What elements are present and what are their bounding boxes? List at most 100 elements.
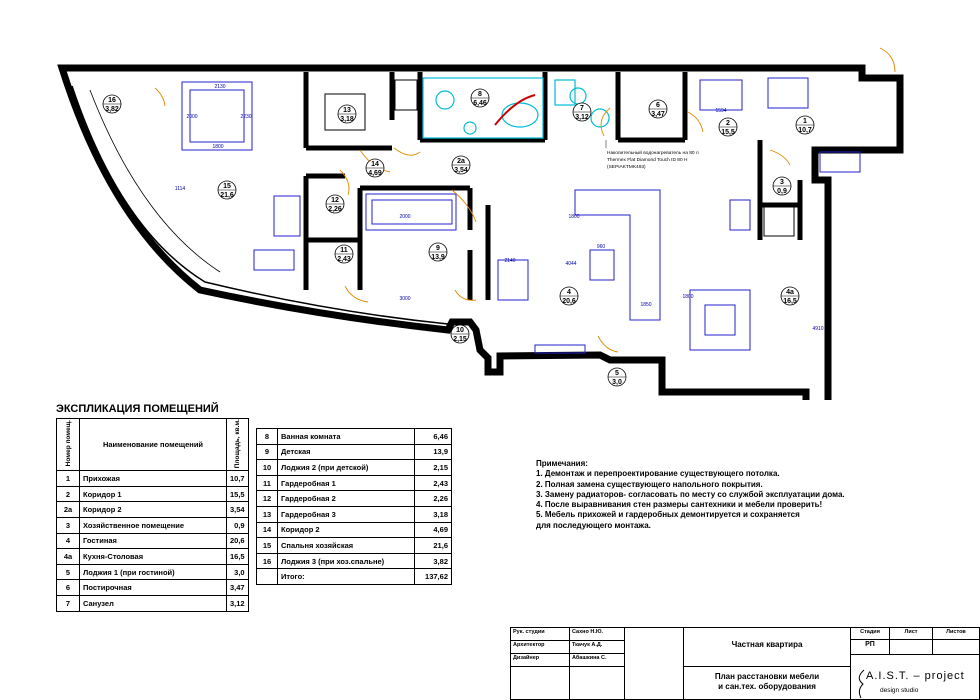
cell-area: 16,5 [226, 548, 249, 565]
dim-label: 2130 [214, 84, 225, 90]
sheet-value [889, 639, 933, 655]
room-number: 14 [371, 161, 379, 168]
cell-area: 2,43 [414, 474, 452, 492]
room-number: 16 [108, 97, 116, 104]
note-item: 5. Мебель прихожей и гардеробных демонти… [536, 510, 800, 520]
cell-num: 7 [56, 595, 80, 612]
cell-area: 2,15 [414, 459, 452, 476]
title-block: Рук. студии Архитектор Дизайнер Сахно Н.… [510, 627, 980, 700]
room-area: 3,54 [454, 167, 468, 174]
role-cell: Архитектор [510, 640, 570, 654]
cell-name: Коридор 1 [79, 485, 227, 503]
role-cell: Дизайнер [510, 653, 570, 667]
wall-niches [324, 79, 795, 237]
dim-label: 1594 [715, 108, 726, 114]
cell-name: Гардеробная 3 [277, 505, 415, 523]
name-cell: Абашкина С. [569, 653, 625, 667]
studio-subtitle: design studio [880, 687, 919, 694]
room-marker: 420,6 [559, 286, 579, 306]
room-number: 1 [803, 118, 807, 125]
header-num: Номер помещ. [56, 417, 80, 472]
cell-area: 3,12 [226, 595, 249, 612]
room-number: 3 [780, 179, 784, 186]
cell-name: Прихожая [79, 470, 227, 487]
room-marker: 163,82 [102, 94, 122, 114]
cell-name: Хозяйственное помещение [79, 517, 227, 534]
cell-area: 3,54 [226, 501, 249, 519]
cell-name: Детская [277, 443, 415, 461]
sanitary-fixtures [422, 77, 610, 139]
dimensions: 2130 2000 1800 2230 2000 1594 4044 1800 … [175, 84, 824, 332]
studio-logo-mark [858, 669, 865, 699]
cell-name: Лоджия 2 (при детской) [277, 459, 415, 476]
cell-num: 1 [56, 470, 80, 487]
room-marker: 110,7 [795, 115, 815, 135]
room-marker: 144,69 [365, 158, 385, 178]
cell-name: Санузел [79, 595, 227, 612]
cell-name: Гостиная [79, 532, 227, 550]
cell-area: 3,82 [414, 552, 452, 570]
cell-num: 13 [256, 505, 278, 523]
cell-name: Коридор 2 [277, 521, 415, 539]
room-area: 20,6 [562, 298, 576, 305]
studio-name: A.I.S.T. – project [866, 670, 965, 682]
cell-name: Спальня хозяйская [277, 537, 415, 554]
room-number: 9 [436, 245, 440, 252]
loggia-rail [89, 89, 221, 273]
note-item: 3. Замену радиаторов- согласовать по мес… [536, 489, 845, 499]
room-number: 11 [340, 247, 348, 254]
room-marker: 112,43 [334, 244, 354, 264]
cell-name: Кухня-Столовая [79, 548, 227, 565]
note-item: 1. Демонтаж и перепроектирование существ… [536, 469, 780, 479]
heater-note: Накопительный водонагреватель на 80 л Th… [605, 140, 699, 170]
room-area: 16,5 [783, 298, 797, 305]
heater-note-line-3: (SEPIAKTMK493) [607, 164, 646, 170]
cell-num [256, 568, 278, 585]
cell-num: 2а [56, 501, 80, 519]
notes-block: Примечания: 1. Демонтаж и перепроектиров… [536, 459, 845, 531]
cell-area: 21,6 [414, 537, 452, 554]
name-cell: Сахно Н.Ю. [569, 627, 625, 641]
room-area: 15,5 [721, 129, 735, 136]
cell-num: 14 [256, 521, 278, 539]
room-area: 0,9 [777, 188, 787, 195]
cell-area: 15,5 [226, 485, 249, 503]
note-item: 2. Полная замена существующего напольног… [536, 479, 763, 489]
stamp-empty [569, 666, 625, 700]
dim-label: 4910 [812, 326, 823, 332]
dim-label: 1800 [212, 144, 223, 150]
cell-name: Ванная комната [277, 428, 415, 445]
room-marker: 2a 3,54 [451, 155, 471, 175]
room-marker: 30,9 [772, 176, 792, 196]
cell-name: Коридор 2 [79, 501, 227, 519]
cell-num: 5 [56, 563, 80, 581]
cell-name: Итого: [277, 568, 415, 585]
project-name: Частная квартира [683, 627, 851, 667]
room-area: 3,18 [340, 116, 354, 123]
cell-name: Лоджия 3 (при хоз.спальне) [277, 552, 415, 570]
room-area: 13,9 [431, 254, 445, 261]
room-number: 2a [457, 158, 465, 165]
room-marker: 122,26 [325, 194, 345, 214]
room-number: 6 [656, 102, 660, 109]
heater-note-line-1: Накопительный водонагреватель на 80 л [607, 149, 699, 156]
cell-num: 11 [256, 474, 278, 492]
dim-label: 3000 [399, 296, 410, 302]
note-item: для последующего монтажа. [536, 520, 651, 530]
room-area: 2,26 [328, 206, 342, 213]
cell-area: 3,47 [226, 579, 249, 597]
dim-label: 1800 [568, 214, 579, 220]
cell-area: 3,18 [414, 505, 452, 523]
table-row: Итого:137,62 [256, 568, 452, 585]
dim-label: 2140 [504, 258, 515, 264]
dim-label: 1850 [640, 302, 651, 308]
room-marker: 53,0 [607, 367, 627, 387]
